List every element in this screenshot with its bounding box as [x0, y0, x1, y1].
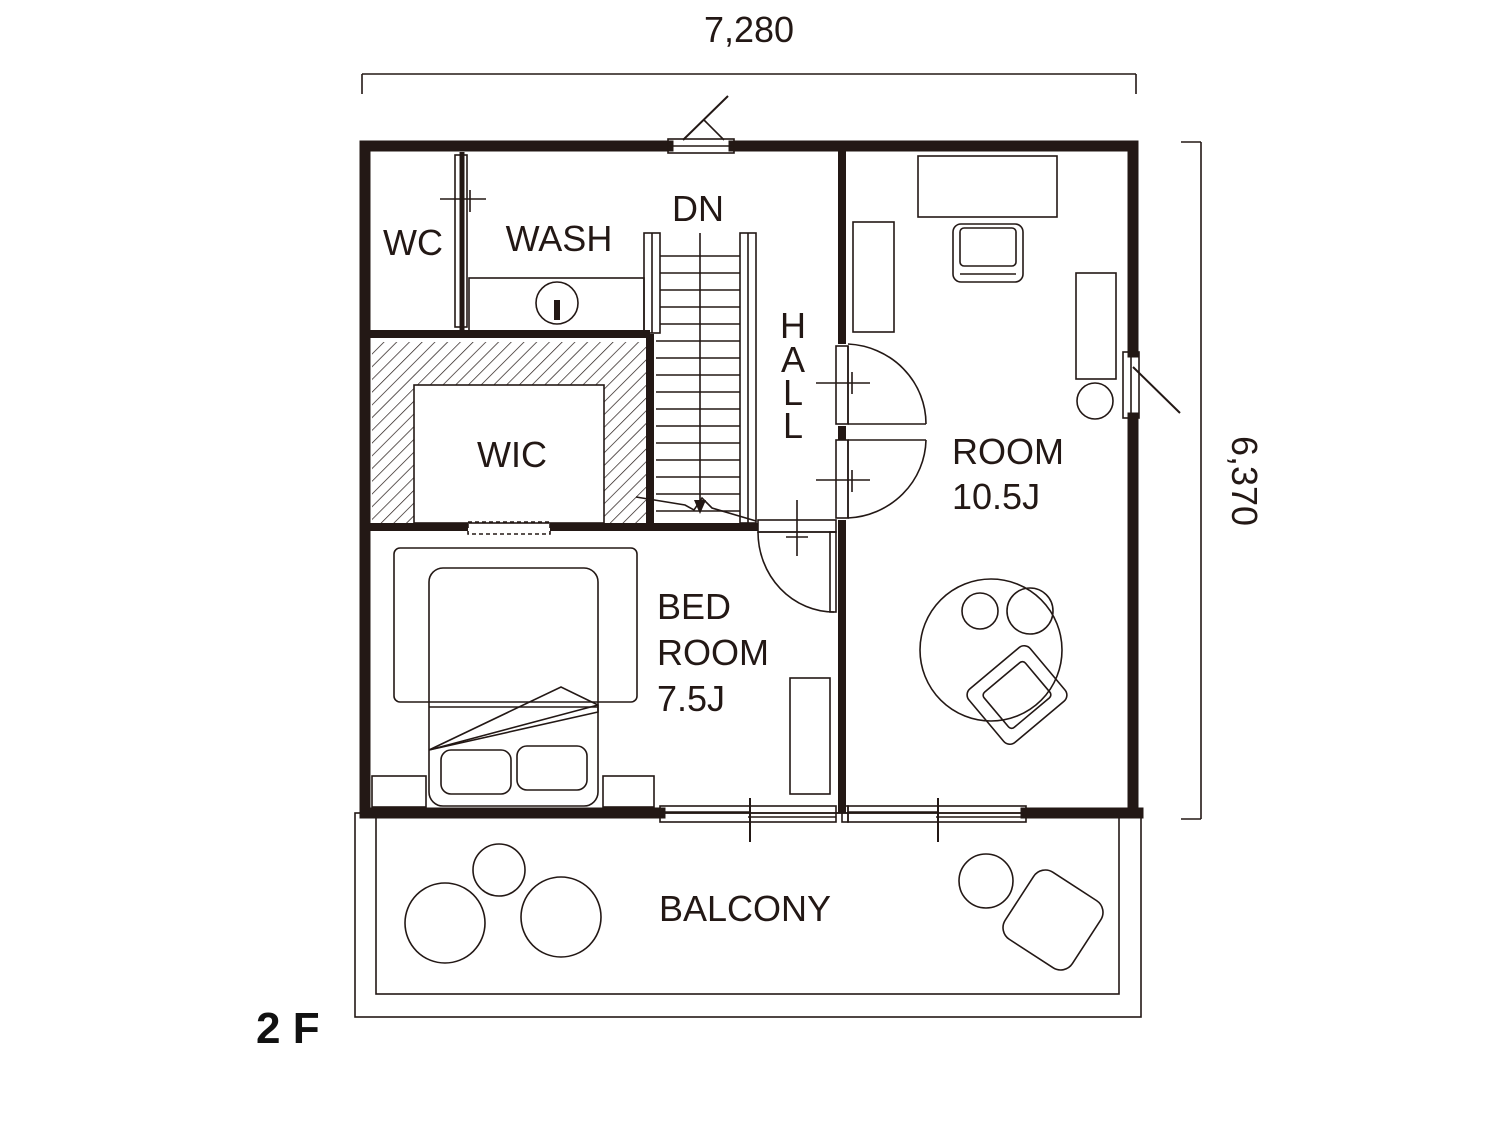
balcony-lounge-chair	[1002, 869, 1104, 971]
room-shelf-left	[852, 221, 895, 333]
room-stool	[1076, 382, 1114, 420]
room-desk	[917, 155, 1058, 218]
hall-door-upper	[816, 343, 927, 425]
balcony-outline	[354, 812, 1142, 1018]
room-name: ROOM	[952, 431, 1064, 472]
room-sliding-window	[847, 798, 1027, 842]
room-armchair	[966, 644, 1068, 746]
room-round-rug	[919, 578, 1063, 722]
wc-sliding-door	[440, 154, 486, 328]
height-dimension-label: 6,370	[1224, 436, 1265, 526]
hall-door-lower	[816, 439, 927, 519]
hall-letter: H	[780, 305, 806, 346]
top-window	[667, 95, 735, 154]
width-dimension: 7,280	[361, 9, 1137, 94]
bed	[371, 547, 655, 808]
room-label-wc: WC	[383, 222, 443, 263]
wash-counter	[468, 277, 645, 335]
width-dimension-label: 7,280	[704, 9, 794, 50]
hall-letter: A	[781, 339, 805, 380]
balcony-stool-right	[958, 853, 1014, 909]
room-label-balcony: BALCONY	[659, 888, 831, 929]
bedroom-name-line1: BED	[657, 586, 731, 627]
height-dimension: 6,370	[1181, 141, 1265, 820]
balcony-furniture	[404, 843, 1104, 971]
right-window	[1122, 351, 1181, 419]
bedroom-desk	[789, 677, 831, 795]
room-label-room: ROOM 10.5J	[952, 431, 1064, 517]
room-furniture	[852, 155, 1117, 746]
hall-letter: L	[783, 372, 803, 413]
stairs	[635, 232, 757, 524]
bedroom-sliding-window	[659, 798, 837, 842]
room-label-wic: WIC	[477, 434, 547, 475]
stairs-label-dn: DN	[672, 188, 724, 229]
bedroom-name-line2: ROOM	[657, 632, 769, 673]
room-desk-chair	[952, 223, 1024, 283]
balcony-chair-round	[520, 876, 602, 958]
bedroom-door	[757, 500, 837, 613]
balcony-stool	[472, 843, 526, 897]
bedroom-size: 7.5J	[657, 678, 725, 719]
room-label-bedroom: BED ROOM 7.5J	[657, 586, 769, 719]
floor-label: 2 F	[256, 1004, 320, 1053]
room-label-hall: H A L L	[780, 305, 806, 446]
hall-letter: L	[783, 405, 803, 446]
room-size: 10.5J	[952, 476, 1040, 517]
room-shelf-right	[1075, 272, 1117, 380]
room-label-wash: WASH	[506, 218, 613, 259]
balcony-table	[404, 882, 486, 964]
